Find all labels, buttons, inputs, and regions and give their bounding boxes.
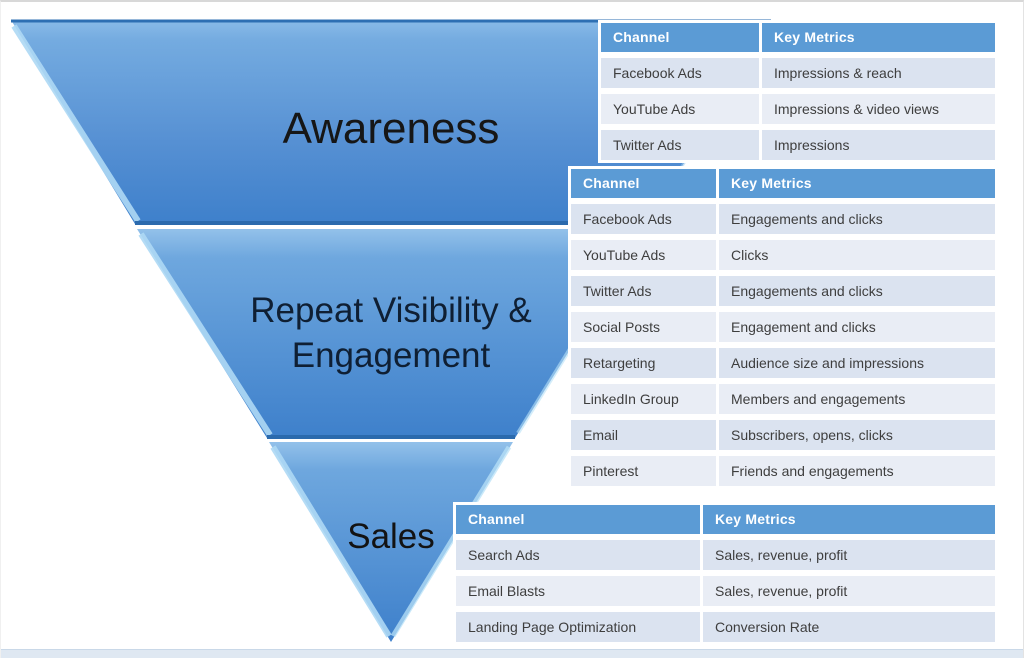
funnel-bevel-left-1	[11, 24, 141, 223]
table-row: Retargeting Audience size and impression…	[571, 348, 995, 378]
table-row: Email Blasts Sales, revenue, profit	[456, 576, 995, 606]
funnel-bevel-right-3	[390, 445, 512, 638]
table-header-row: Channel Key Metrics	[571, 169, 995, 198]
table-row: YouTube Ads Clicks	[571, 240, 995, 270]
table-row: Facebook Ads Impressions & reach	[601, 58, 995, 88]
channel-cell: Social Posts	[571, 312, 716, 342]
key-metrics-column-header: Key Metrics	[762, 23, 995, 52]
channel-cell: Twitter Ads	[601, 130, 759, 160]
funnel-stage-repeat-visibility-shape	[137, 229, 645, 438]
metrics-cell: Engagement and clicks	[719, 312, 995, 342]
table-row: Pinterest Friends and engagements	[571, 456, 995, 486]
table-row: Twitter Ads Impressions	[601, 130, 995, 160]
channel-cell: Facebook Ads	[571, 204, 716, 234]
channel-cell: Twitter Ads	[571, 276, 716, 306]
channel-cell: YouTube Ads	[571, 240, 716, 270]
table-row: Twitter Ads Engagements and clicks	[571, 276, 995, 306]
channel-cell: Email Blasts	[456, 576, 700, 606]
awareness-metrics-table: Channel Key Metrics Facebook Ads Impress…	[598, 20, 998, 163]
funnel-bevel-left-2	[138, 232, 273, 437]
table-row: Facebook Ads Engagements and clicks	[571, 204, 995, 234]
table-header-row: Channel Key Metrics	[456, 505, 995, 534]
metrics-cell: Friends and engagements	[719, 456, 995, 486]
metrics-cell: Engagements and clicks	[719, 204, 995, 234]
metrics-cell: Impressions & video views	[762, 94, 995, 124]
channel-column-header: Channel	[456, 505, 700, 534]
funnel-stage-sales-shape	[269, 442, 513, 642]
table-row: Landing Page Optimization Conversion Rat…	[456, 612, 995, 642]
channel-cell: LinkedIn Group	[571, 384, 716, 414]
engagement-metrics-table: Channel Key Metrics Facebook Ads Engagem…	[568, 166, 998, 489]
metrics-cell: Subscribers, opens, clicks	[719, 420, 995, 450]
bottom-border-strip	[1, 649, 1023, 658]
table-header-row: Channel Key Metrics	[601, 23, 995, 52]
channel-column-header: Channel	[571, 169, 716, 198]
table-row: Email Subscribers, opens, clicks	[571, 420, 995, 450]
channel-cell: Pinterest	[571, 456, 716, 486]
metrics-cell: Conversion Rate	[703, 612, 995, 642]
channel-cell: Search Ads	[456, 540, 700, 570]
channel-cell: Landing Page Optimization	[456, 612, 700, 642]
table-row: YouTube Ads Impressions & video views	[601, 94, 995, 124]
channel-column-header: Channel	[601, 23, 759, 52]
sales-metrics-table: Channel Key Metrics Search Ads Sales, re…	[453, 502, 998, 645]
table-row: LinkedIn Group Members and engagements	[571, 384, 995, 414]
channel-cell: Facebook Ads	[601, 58, 759, 88]
metrics-cell: Members and engagements	[719, 384, 995, 414]
channel-cell: Retargeting	[571, 348, 716, 378]
metrics-cell: Sales, revenue, profit	[703, 576, 995, 606]
table-row: Social Posts Engagement and clicks	[571, 312, 995, 342]
metrics-cell: Impressions & reach	[762, 58, 995, 88]
key-metrics-column-header: Key Metrics	[719, 169, 995, 198]
channel-cell: YouTube Ads	[601, 94, 759, 124]
metrics-cell: Engagements and clicks	[719, 276, 995, 306]
metrics-cell: Sales, revenue, profit	[703, 540, 995, 570]
metrics-cell: Audience size and impressions	[719, 348, 995, 378]
funnel-bevel-left-3	[270, 445, 392, 638]
table-row: Search Ads Sales, revenue, profit	[456, 540, 995, 570]
metrics-cell: Impressions	[762, 130, 995, 160]
metrics-cell: Clicks	[719, 240, 995, 270]
key-metrics-column-header: Key Metrics	[703, 505, 995, 534]
channel-cell: Email	[571, 420, 716, 450]
